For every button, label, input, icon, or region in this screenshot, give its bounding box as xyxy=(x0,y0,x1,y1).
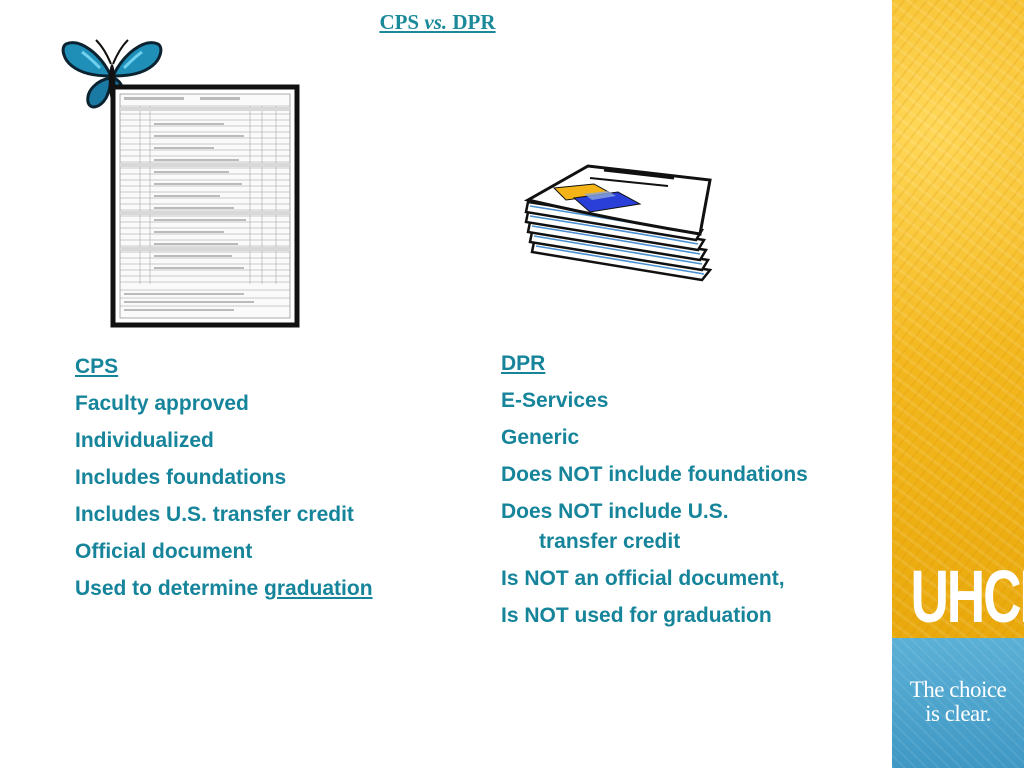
sidebar-blue-texture xyxy=(892,638,1024,768)
dpr-item-line2: transfer credit xyxy=(539,530,681,553)
cps-item: Individualized xyxy=(75,429,214,452)
dpr-item: Generic xyxy=(501,426,580,449)
cps-item: Official document xyxy=(75,540,253,563)
cps-item: Includes foundations xyxy=(75,466,287,489)
dpr-column: DPR E-Services Generic Does NOT include … xyxy=(501,345,808,634)
cps-item: Includes U.S. transfer credit xyxy=(75,503,354,526)
dpr-heading: DPR xyxy=(501,352,546,375)
dpr-item: Is NOT an official document, xyxy=(501,567,785,590)
dpr-item: Is NOT used for graduation xyxy=(501,604,772,627)
graduation-link[interactable]: graduation xyxy=(264,577,373,600)
cps-heading: CPS xyxy=(75,355,119,378)
sidebar-yellow-texture xyxy=(892,0,1024,638)
slide-title: CPS vs. DPR xyxy=(379,10,496,34)
dpr-item-line1: Does NOT include U.S. xyxy=(501,500,729,523)
cps-column: CPS Faculty approved Individualized Incl… xyxy=(75,348,373,607)
cps-item-prefix: Used to determine xyxy=(75,577,265,600)
brand-tagline: The choice is clear. xyxy=(909,677,1007,726)
uhcl-logo: UHCL xyxy=(910,555,1024,638)
dpr-item: Does NOT include foundations xyxy=(501,463,808,486)
degree-plan-document-image xyxy=(110,84,300,328)
cps-item: Faculty approved xyxy=(75,392,249,415)
dpr-item: E-Services xyxy=(501,389,609,412)
dpr-item-transfer: Does NOT include U.S. transfer credit xyxy=(501,493,808,560)
paper-stack-icon xyxy=(524,164,713,282)
brand-sidebar: UHCL The choice is clear. xyxy=(892,0,1024,768)
cps-item-graduation: Used to determine graduation xyxy=(75,570,373,607)
